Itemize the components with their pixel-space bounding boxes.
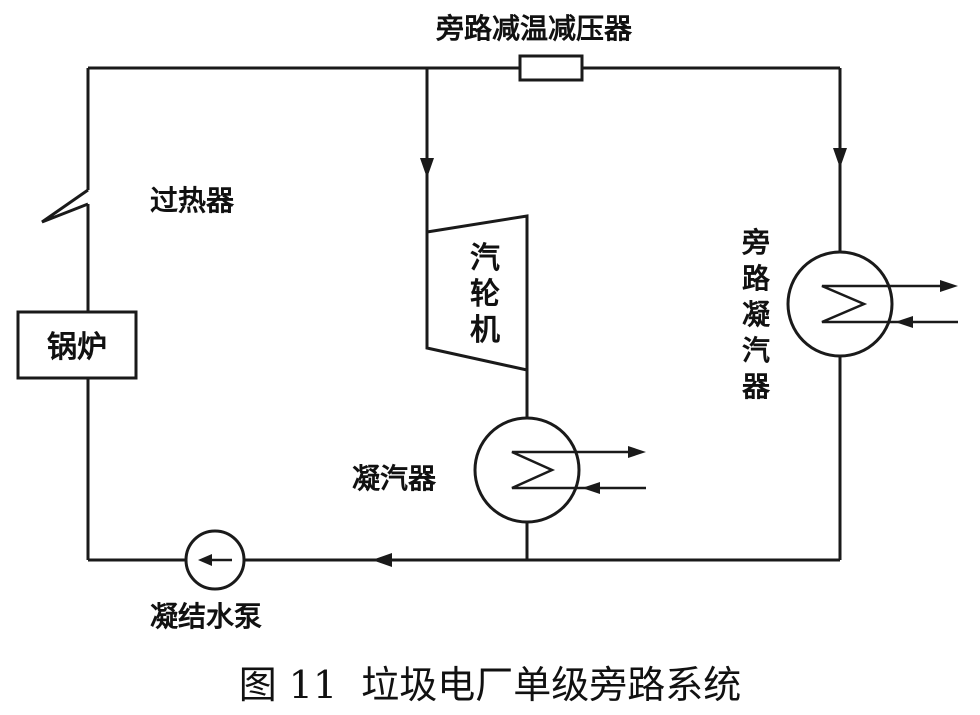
superheater-zigzag: [41, 188, 89, 224]
bypass-desuperheater-valve: [518, 54, 584, 82]
bypass-condenser-label-2: 路: [742, 262, 771, 295]
bypass-condenser-label-5: 器: [741, 370, 771, 403]
condenser-coil: [511, 450, 582, 490]
boiler-box: [16, 310, 138, 380]
figure-caption: 图 11 垃圾电厂单级旁路系统: [239, 663, 742, 707]
pump-arrow-head: [198, 554, 212, 566]
turbine-inflow-arrow: [420, 158, 434, 178]
bypass-inflow-arrow: [833, 148, 847, 168]
turbine-label-1: 汽: [470, 241, 500, 276]
boiler-label: 锅炉: [47, 330, 107, 365]
bypass-in-arrow: [895, 316, 913, 328]
turbine-label-2: 轮: [470, 277, 500, 312]
condenser-label: 凝汽器: [352, 462, 437, 495]
condenser-shell: [473, 416, 581, 524]
superheater-label: 过热器: [150, 184, 235, 217]
bypass-valve-label: 旁路减温减压器: [435, 12, 633, 45]
bypass-condenser-label-4: 汽: [742, 334, 770, 367]
condensate-flow-arrow: [372, 553, 392, 567]
bypass-condenser-label-1: 旁: [741, 226, 770, 259]
pump-label: 凝结水泵: [150, 600, 262, 633]
bypass-condenser-coil: [821, 284, 895, 324]
condenser-out-arrow: [628, 446, 646, 458]
bypass-condenser-label-3: 凝: [742, 298, 771, 331]
turbine-label-3: 机: [470, 313, 500, 348]
bypass-condenser-shell: [786, 250, 894, 358]
bypass-out-arrow: [940, 280, 958, 292]
condenser-in-arrow: [582, 482, 600, 494]
